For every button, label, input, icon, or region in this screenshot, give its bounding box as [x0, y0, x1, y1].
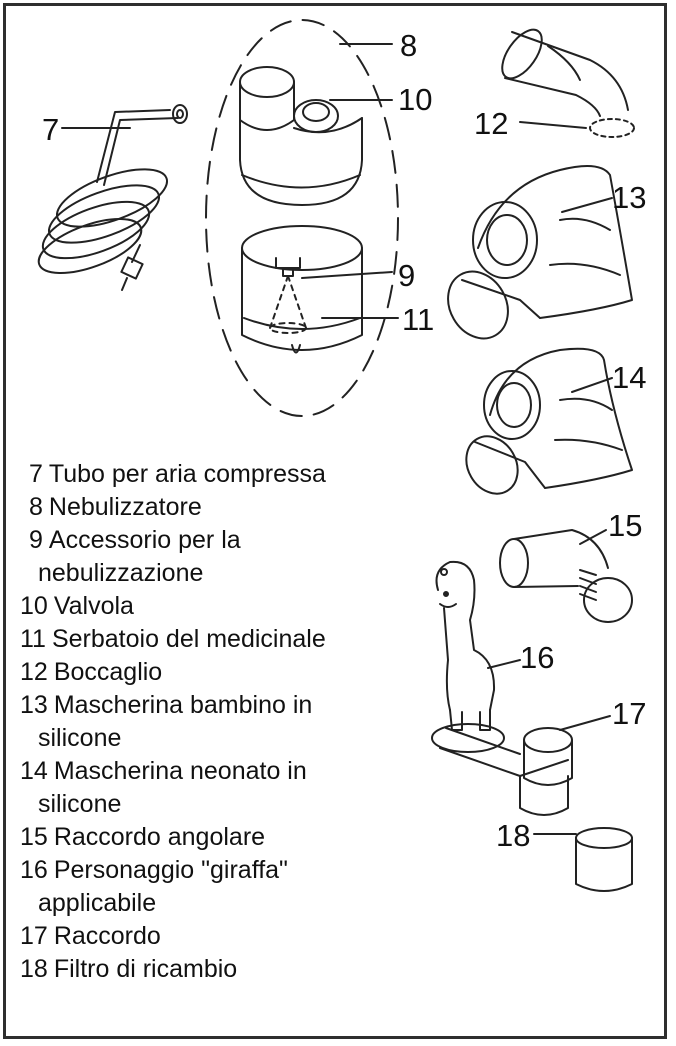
- callout-9: 9: [398, 258, 415, 293]
- legend-item-9-cont: nebulizzazione: [16, 557, 416, 590]
- nebulizer-top-drawing: [240, 67, 362, 205]
- callout-line-13: [562, 198, 612, 212]
- callout-14: 14: [612, 360, 646, 395]
- callout-8: 8: [400, 28, 417, 63]
- callout-11: 11: [402, 302, 434, 337]
- callout-16: 16: [520, 640, 554, 675]
- angle-connector-drawing: [500, 530, 632, 622]
- callout-7: 7: [42, 112, 59, 147]
- giraffe-character-drawing: [437, 562, 495, 730]
- medicine-reservoir-drawing: [242, 226, 362, 353]
- callout-line-14: [572, 378, 612, 392]
- callout-10: 10: [398, 82, 432, 117]
- callout-12: 12: [474, 106, 508, 141]
- callout-18: 18: [496, 818, 530, 853]
- legend-item-16-cont: applicabile: [16, 887, 416, 920]
- nebulizer-outline: [206, 20, 398, 416]
- callout-13: 13: [612, 180, 646, 215]
- callout-line-9: [302, 272, 392, 278]
- callout-line-16: [488, 660, 520, 668]
- legend-item-13-cont: silicone: [16, 722, 416, 755]
- child-mask-drawing: [436, 166, 632, 349]
- callout-15: 15: [608, 508, 642, 543]
- callout-17: 17: [612, 696, 646, 731]
- mouthpiece-drawing: [494, 23, 634, 137]
- callout-line-12: [520, 122, 586, 128]
- connector-drawing: [432, 724, 572, 815]
- replacement-filter-drawing: [576, 828, 632, 891]
- legend-item-14-cont: silicone: [16, 788, 416, 821]
- neonatal-mask-drawing: [456, 349, 632, 503]
- callout-line-17: [560, 716, 610, 730]
